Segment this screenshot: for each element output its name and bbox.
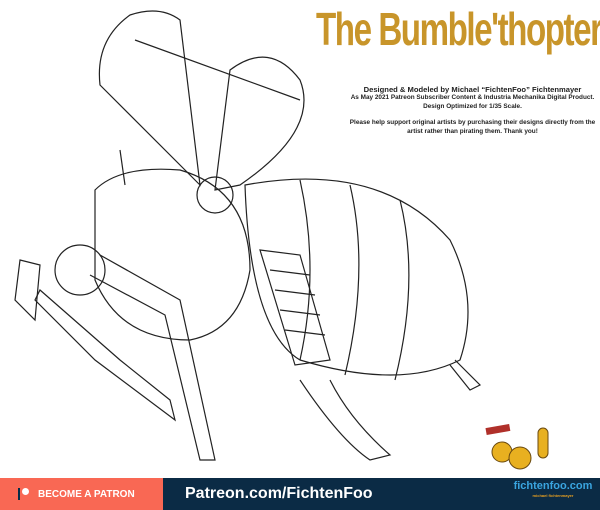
patreon-url-link[interactable]: Patreon.com/FichtenFoo [163,478,453,510]
patreon-banner: BECOME A PATRON Patreon.com/FichtenFoo [0,478,600,510]
abdomen [244,178,469,376]
stinger [449,359,482,391]
page-title: The Bumble'thopter [316,3,600,55]
logo-subtext: michael fichtenmayer [532,493,574,498]
product-note: As May 2021 Patreon Subscriber Content &… [350,94,595,110]
eye [54,244,106,296]
logo-text: fichtenfoo.com [513,480,593,492]
support-note: Please help support original artists by … [349,119,596,135]
thorax [94,168,251,341]
leg-grille [259,249,331,366]
leg [34,289,176,422]
rear-leg [299,379,392,461]
robot-mascot-image [485,423,549,470]
become-patron-label: BECOME A PATRON [38,488,135,500]
front-leg [89,254,216,461]
become-patron-button[interactable]: BECOME A PATRON [0,478,163,510]
designer-credit: Designed & Modeled by Michael “FichtenFo… [363,85,582,94]
patreon-icon [18,488,29,500]
wing-hub [196,176,234,214]
bumblethopter-line-art [14,10,482,461]
wing-front [214,56,305,191]
fichtenfoo-logo[interactable]: fichtenfoo.com michael fichtenmayer [510,480,596,499]
credits-text: Designed & Modeled by Michael “FichtenFo… [345,85,600,136]
wing [98,10,201,187]
